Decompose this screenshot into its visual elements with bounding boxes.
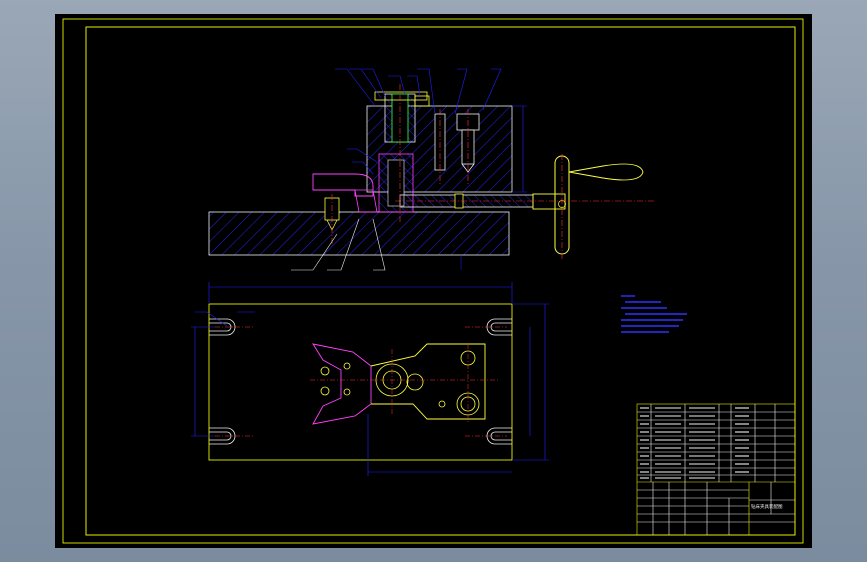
dimensions-top-view bbox=[191, 282, 549, 476]
outer-frame bbox=[62, 18, 804, 544]
leader-lines-bottom bbox=[291, 218, 386, 271]
clamp-arm bbox=[354, 189, 378, 213]
front-section-view bbox=[208, 68, 655, 271]
handwheel-icon[interactable] bbox=[532, 155, 644, 255]
balloon-leader-icon bbox=[335, 68, 502, 175]
clamp-jaw bbox=[312, 173, 374, 197]
lock-screw bbox=[414, 95, 430, 107]
u-slot-bottom-left bbox=[209, 427, 236, 445]
parts-list-entries bbox=[640, 407, 749, 479]
drawing-canvas bbox=[62, 18, 804, 544]
inner-frame bbox=[85, 26, 796, 536]
drawing-sheet: 钻床夹具装配图 bbox=[55, 14, 812, 548]
technical-notes bbox=[621, 295, 687, 333]
top-view bbox=[191, 282, 549, 476]
u-slot-top-left bbox=[209, 318, 236, 336]
base-plate bbox=[208, 211, 510, 256]
body-top-outline bbox=[370, 343, 486, 420]
clamp-top-outline bbox=[312, 343, 372, 425]
parts-list-table bbox=[636, 403, 796, 536]
drawing-title: 钻床夹具装配图 bbox=[751, 505, 783, 510]
base-plate-top bbox=[208, 303, 513, 461]
center-mark-icon bbox=[320, 350, 480, 416]
